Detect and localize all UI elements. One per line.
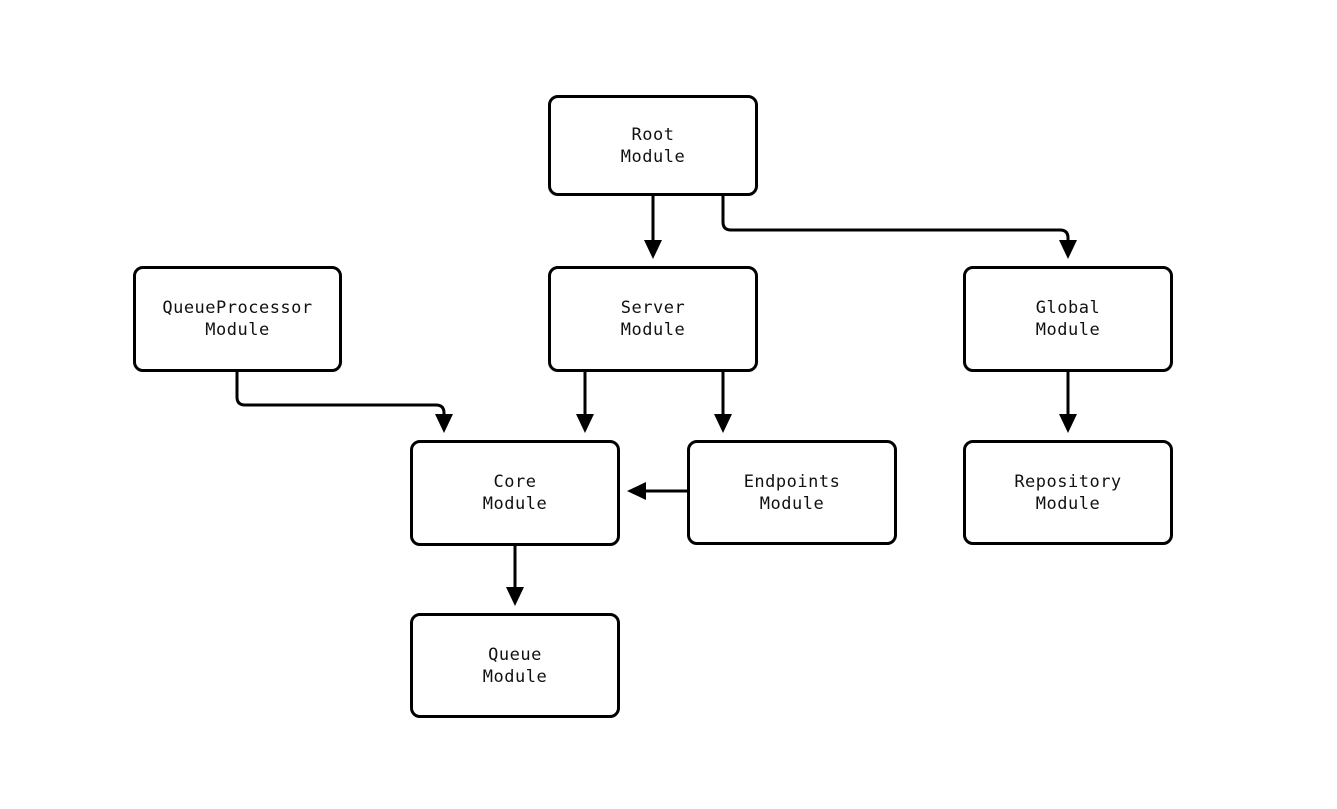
- arrow-endpoints-core: [627, 482, 646, 500]
- arrow-global-repository: [1059, 414, 1077, 433]
- node-global-suffix: Module: [1035, 320, 1101, 340]
- node-endpoints-suffix: Module: [759, 493, 825, 514]
- node-root-name: Root: [631, 124, 675, 145]
- node-repository-suffix: Module: [1035, 493, 1101, 514]
- arrow-server-endpoints: [714, 414, 732, 433]
- node-queueprocessor-suffix: Module: [205, 320, 270, 340]
- node-queue-suffix: Module: [482, 666, 548, 687]
- node-global-name: Global: [1035, 298, 1101, 318]
- node-queue-name: Queue: [488, 644, 542, 665]
- node-queueprocessor-name: QueueProcessor: [162, 298, 313, 318]
- node-repository-name: Repository: [1014, 471, 1122, 492]
- node-endpoints-name: Endpoints: [743, 471, 841, 492]
- arrow-core-queue: [506, 587, 524, 606]
- node-core-suffix: Module: [482, 494, 548, 514]
- arrow-server-core: [576, 414, 594, 433]
- node-core-name: Core: [493, 472, 537, 492]
- arrowhead-group: [435, 240, 1077, 606]
- node-root-suffix: Module: [620, 146, 686, 167]
- arrow-root-server: [644, 240, 662, 259]
- arrow-queueprocessor-core: [435, 414, 453, 433]
- node-server-name: Server: [620, 298, 686, 318]
- arrow-root-global: [1059, 240, 1077, 259]
- edge-root-to-global: [721, 196, 1070, 256]
- node-server-suffix: Module: [620, 320, 686, 340]
- edge-queueprocessor-to-core: [235, 372, 446, 430]
- edge-paths: [235, 196, 1070, 603]
